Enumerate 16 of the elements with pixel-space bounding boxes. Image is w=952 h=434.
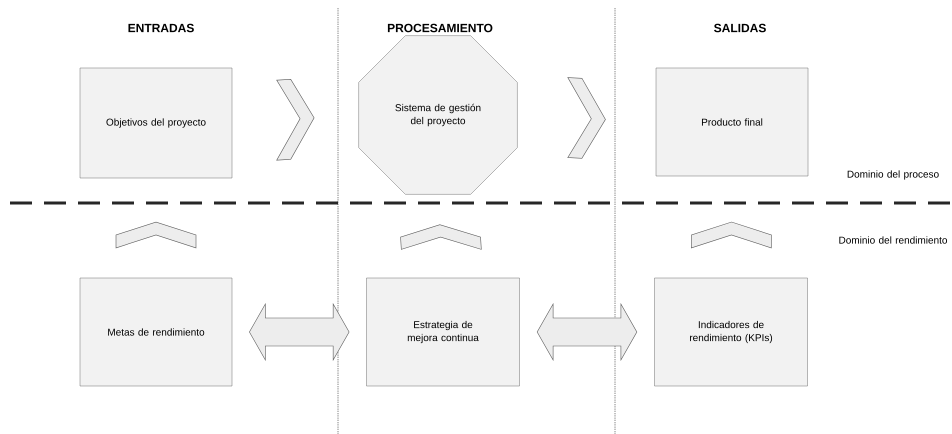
column-heading: ENTRADAS — [128, 24, 194, 32]
double-block-arrow — [249, 302, 350, 362]
octagon-node: Sistema de gestión del proyecto — [358, 36, 518, 194]
domain-label: Dominio del rendimiento — [839, 236, 948, 244]
process-box: Producto final — [656, 68, 808, 176]
chevron-arrow — [400, 224, 482, 250]
column-heading: SALIDAS — [714, 24, 766, 32]
process-box: Estrategia de mejora continua — [366, 278, 520, 386]
chevron-arrow — [567, 77, 606, 159]
process-box: Indicadores de rendimiento (KPIs) — [654, 278, 808, 386]
process-box: Objetivos del proyecto — [80, 68, 232, 178]
domain-label: Dominio del proceso — [848, 170, 939, 180]
chevron-arrow — [691, 222, 772, 248]
chevron-arrow — [116, 222, 196, 248]
double-block-arrow — [536, 302, 638, 362]
process-box: Metas de rendimiento — [80, 278, 232, 386]
